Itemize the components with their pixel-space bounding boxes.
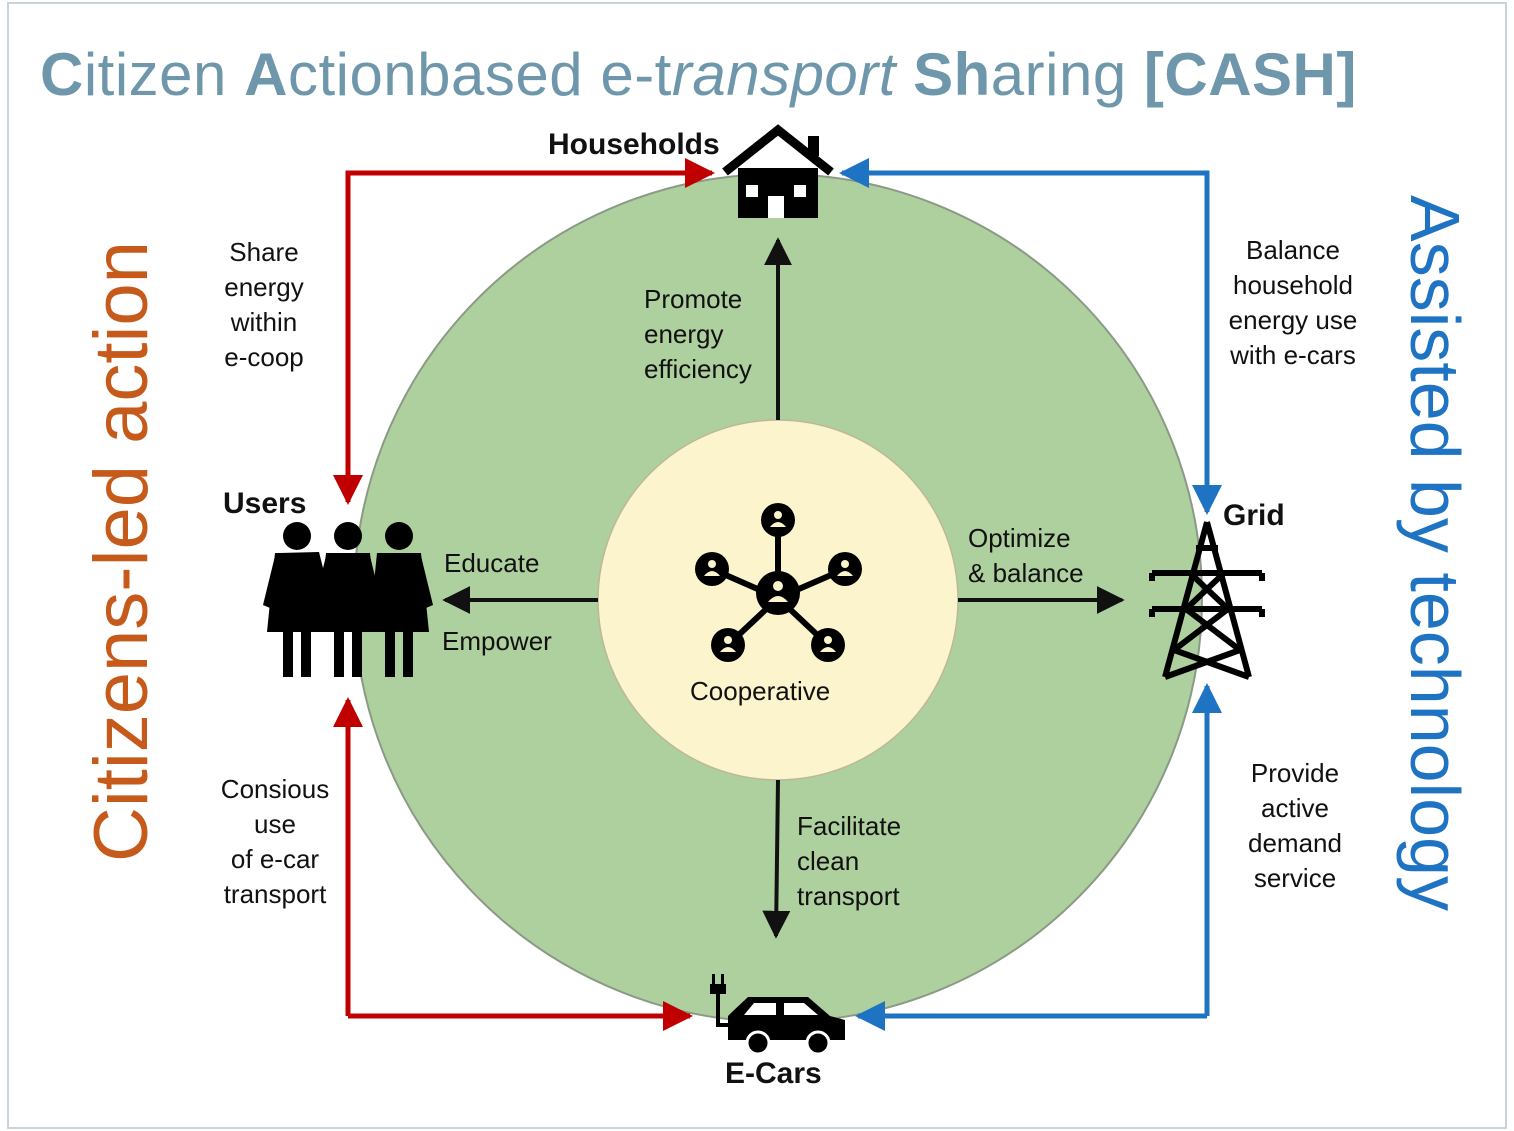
node-label-grid: Grid [1223, 499, 1285, 532]
node-label-households: Households [548, 128, 720, 161]
node-label-cooperative: Cooperative [690, 676, 831, 706]
power-tower-icon [1149, 521, 1265, 680]
edge-label-empower: Empower [442, 626, 552, 656]
people-icon [263, 522, 433, 677]
page-border [7, 2, 1507, 1129]
page-title: Citizen Actionbased e-transport Sharing … [40, 41, 1357, 108]
house-icon [722, 124, 834, 218]
outer-label-balance: Balance household energy use with e-cars [1228, 235, 1358, 370]
node-label-ecars: E-Cars [725, 1057, 822, 1090]
edge-label-facilitate: Facilitate clean transport [797, 811, 902, 911]
outer-label-consious: Consious use of e-car transport [220, 774, 330, 909]
side-label-technology: Assisted by technology [1396, 195, 1474, 911]
arrow-facilitate [762, 779, 791, 939]
electric-car-icon [710, 974, 845, 1056]
outer-label-provide: Provide active demand service [1248, 758, 1342, 893]
arrow-users-households [345, 158, 715, 325]
edge-label-optimize: Optimize & balance [968, 523, 1084, 588]
arrow-grid-households [839, 158, 1210, 335]
network-people-icon [695, 503, 862, 662]
outer-label-share: Share energy within e-coop [224, 237, 304, 372]
edge-label-educate: Educate [444, 548, 540, 578]
node-label-users: Users [223, 487, 307, 520]
edge-label-promote: Promote energy efficiency [644, 284, 752, 384]
side-label-citizens: Citizens-led action [79, 241, 164, 862]
